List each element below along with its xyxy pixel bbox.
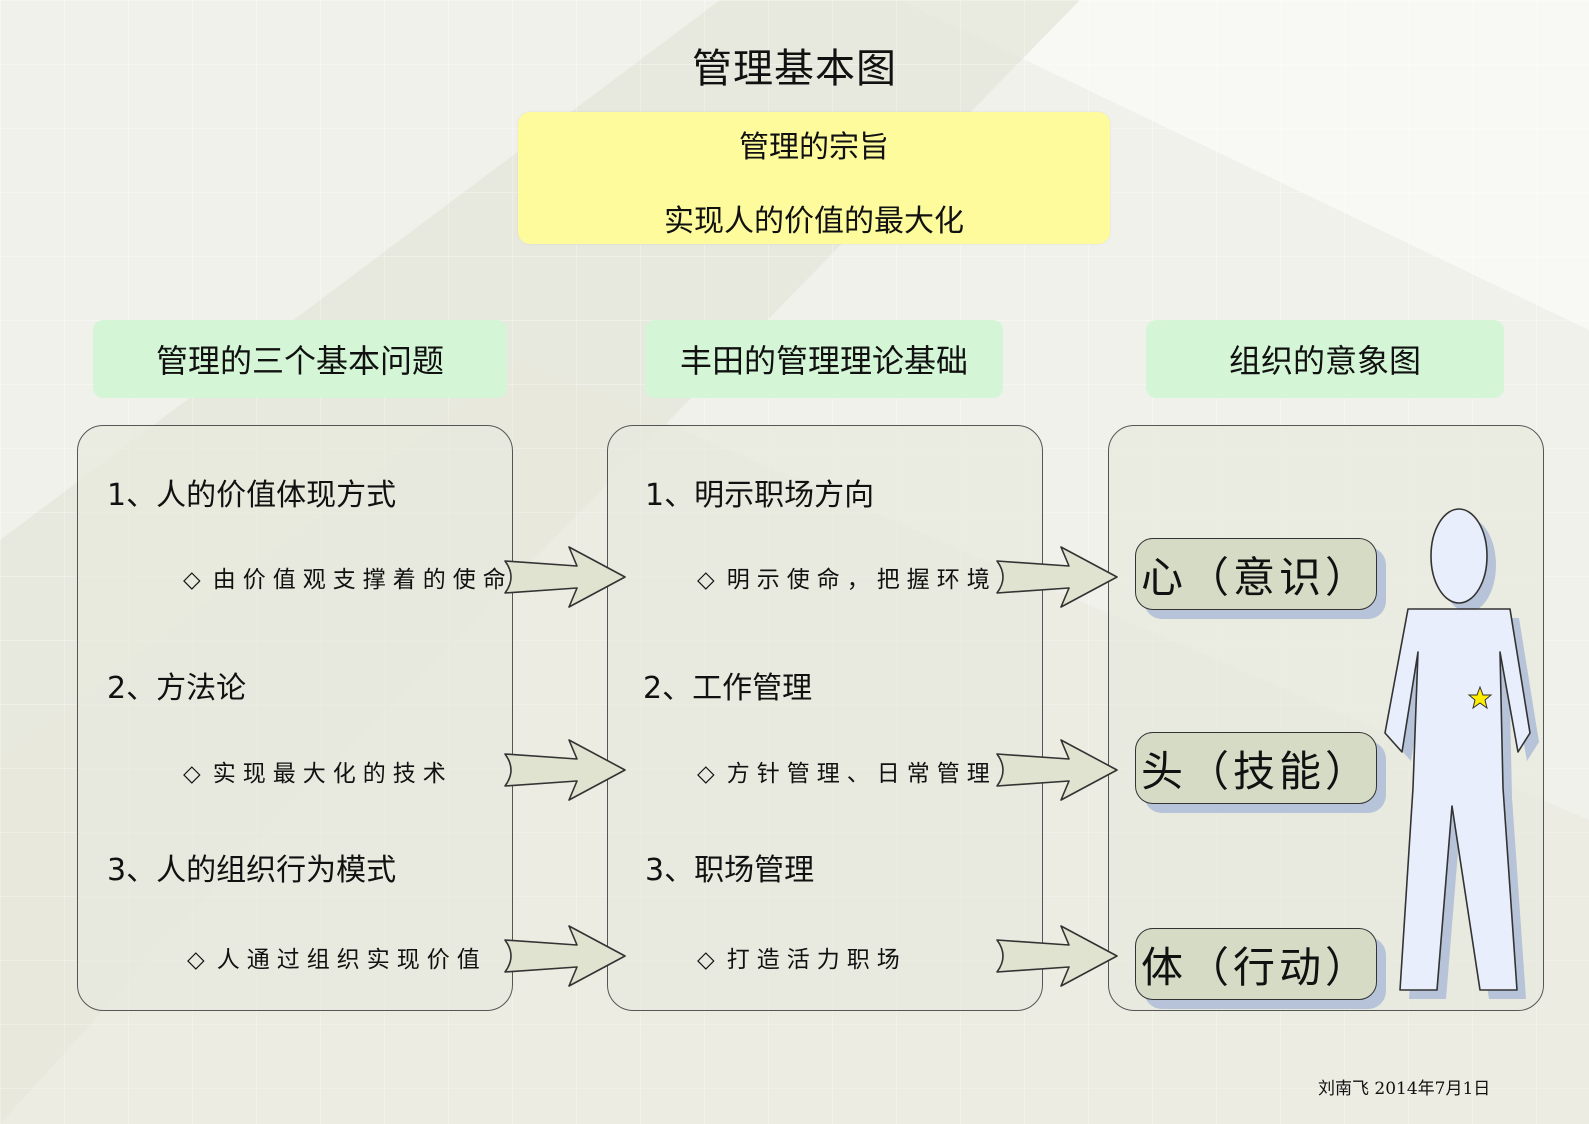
purpose-label: 管理的宗旨 [739,130,889,165]
item-bullet-text: 方针管理、日常管理 [726,761,997,787]
item-heading: 1、明示职场方向 [645,478,875,513]
item-heading: 2、工作管理 [643,671,813,706]
item-heading: 3、人的组织行为模式 [107,853,397,888]
item-heading: 1、人的价值体现方式 [107,478,397,513]
panel-toyota-theory [607,425,1043,1011]
page-title: 管理基本图 [692,46,897,92]
tag-skill: 头（技能） [1135,732,1377,804]
item-bullet-text: 实现最大化的技术 [212,761,453,787]
item-heading: 2、方法论 [107,671,247,706]
panel-basic-problems [77,425,513,1011]
purpose-text: 实现人的价值的最大化 [664,204,964,239]
purpose-box: 管理的宗旨 实现人的价值的最大化 [518,112,1110,244]
column-header-org-image: 组织的意象图 [1146,320,1504,398]
tag-action: 体（行动） [1135,928,1377,1000]
item-bullet-text: 人通过组织实现价值 [216,947,487,973]
diamond-icon: ◇ [183,567,201,593]
diamond-icon: ◇ [697,761,715,787]
column-header-basic-problems: 管理的三个基本问题 [93,320,507,398]
column-header-toyota-theory: 丰田的管理理论基础 [645,320,1003,398]
diamond-icon: ◇ [187,947,205,973]
tag-mind: 心（意识） [1135,538,1377,610]
diamond-icon: ◇ [697,567,715,593]
diamond-icon: ◇ [697,947,715,973]
item-bullet: ◇ 由价值观支撑着的使命 [183,560,513,594]
item-bullet: ◇ 打造活力职场 [697,940,907,974]
item-bullet: ◇ 人通过组织实现价值 [187,940,487,974]
panel-org-image [1108,425,1544,1011]
item-bullet: ◇ 实现最大化的技术 [183,754,453,788]
item-bullet: ◇ 明示使命，把握环境 [697,560,997,594]
item-bullet: ◇ 方针管理、日常管理 [697,754,997,788]
item-bullet-text: 由价值观支撑着的使命 [212,567,513,593]
diamond-icon: ◇ [183,761,201,787]
footer-author-date: 刘南飞 2014年7月1日 [1318,1079,1491,1099]
item-heading: 3、职场管理 [645,853,815,888]
item-bullet-text: 明示使命，把握环境 [726,567,997,593]
item-bullet-text: 打造活力职场 [726,947,907,973]
